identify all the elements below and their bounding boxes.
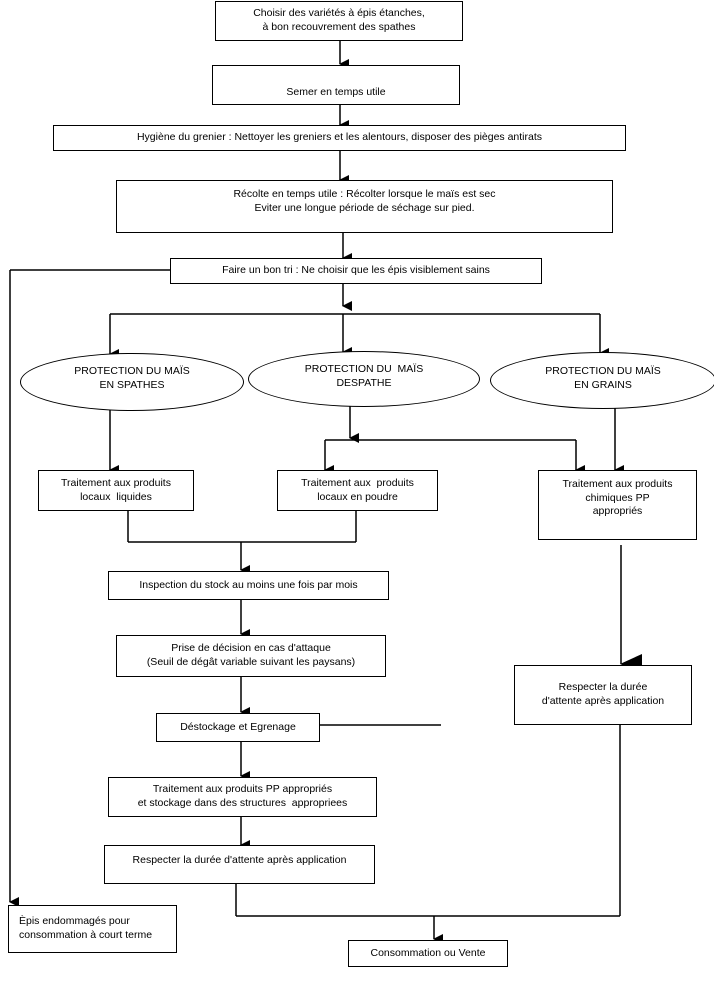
step-harvest-line2: Eviter une longue période de séchage sur… — [254, 201, 475, 214]
step-decision-line1: Prise de décision en cas d'attaque — [171, 642, 331, 655]
step-decision-line2: (Seuil de dégât variable suivant les pay… — [146, 656, 356, 668]
step-wait-right-line2: d'attente après application — [541, 695, 665, 707]
step-hygiene-label: Hygiène du grenier : Nettoyer les grenie… — [136, 131, 543, 144]
protection-despathe-line2: DESPATHE — [336, 377, 392, 389]
step-damaged-line1: Èpis endommagés pour — [19, 915, 130, 928]
step-treat-store: Traitement aux produits PP appropriés et… — [108, 777, 377, 817]
treat-chemical-line1: Traitement aux produits — [562, 478, 673, 490]
step-treat-store-line1: Traitement aux produits PP appropriés — [152, 783, 333, 796]
step-treat-store-line2: et stockage dans des structures appropri… — [137, 797, 348, 809]
step-destock: Déstockage et Egrenage — [156, 713, 320, 742]
treat-chemical-line2: chimiques PP — [585, 491, 650, 504]
step-wait-left: Respecter la durée d'attente après appli… — [104, 845, 375, 884]
step-inspection: Inspection du stock au moins une fois pa… — [108, 571, 389, 600]
step-varieties: Choisir des variétés à épis étanches, à … — [215, 1, 463, 41]
protection-spathes: PROTECTION DU MAÏS EN SPATHES — [20, 353, 244, 411]
step-sow: Semer en temps utile — [212, 65, 460, 105]
protection-spathes-line1: PROTECTION DU MAÏS — [74, 365, 190, 378]
step-varieties-line2: à bon recouvrement des spathes — [262, 21, 416, 33]
step-sow-label: Semer en temps utile — [286, 86, 386, 99]
step-hygiene: Hygiène du grenier : Nettoyer les grenie… — [53, 125, 626, 151]
protection-grains-line2: EN GRAINS — [574, 378, 632, 391]
step-sort: Faire un bon tri : Ne choisir que les ép… — [170, 258, 542, 284]
step-decision: Prise de décision en cas d'attaque (Seui… — [116, 635, 386, 677]
treat-chemical-line3: appropriés — [592, 505, 643, 518]
step-wait-right: Respecter la durée d'attente après appli… — [514, 665, 692, 725]
step-final: Consommation ou Vente — [348, 940, 508, 967]
step-wait-left-label: Respecter la durée d'attente après appli… — [132, 854, 347, 866]
treat-liquid: Traitement aux produits locaux liquides — [38, 470, 194, 511]
protection-despathe: PROTECTION DU MAÏS DESPATHE — [248, 351, 480, 407]
treat-powder-line2: locaux en poudre — [317, 490, 398, 503]
treat-chemical: Traitement aux produits chimiques PP app… — [538, 470, 697, 540]
step-destock-label: Déstockage et Egrenage — [180, 720, 296, 733]
step-varieties-line1: Choisir des variétés à épis étanches, — [253, 7, 425, 20]
step-damaged: Èpis endommagés pour consommation à cour… — [8, 905, 177, 953]
treat-liquid-line1: Traitement aux produits — [61, 476, 171, 489]
step-sort-label: Faire un bon tri : Ne choisir que les ép… — [222, 264, 490, 277]
protection-grains-line1: PROTECTION DU MAÏS — [545, 364, 661, 377]
protection-spathes-line2: EN SPATHES — [99, 379, 165, 391]
protection-grains: PROTECTION DU MAÏS EN GRAINS — [490, 352, 714, 409]
treat-liquid-line2: locaux liquides — [80, 490, 152, 503]
protection-despathe-line1: PROTECTION DU MAÏS — [304, 363, 424, 376]
step-final-label: Consommation ou Vente — [370, 946, 486, 959]
step-inspection-label: Inspection du stock au moins une fois pa… — [139, 578, 358, 591]
step-damaged-line2: consommation à court terme — [19, 929, 153, 941]
step-wait-right-line1: Respecter la durée — [558, 681, 648, 694]
treat-powder-line1: Traitement aux produits — [301, 476, 414, 489]
step-harvest-line1: Récolte en temps utile : Récolter lorsqu… — [233, 187, 496, 200]
treat-powder: Traitement aux produits locaux en poudre — [277, 470, 438, 511]
step-harvest: Récolte en temps utile : Récolter lorsqu… — [116, 180, 613, 233]
